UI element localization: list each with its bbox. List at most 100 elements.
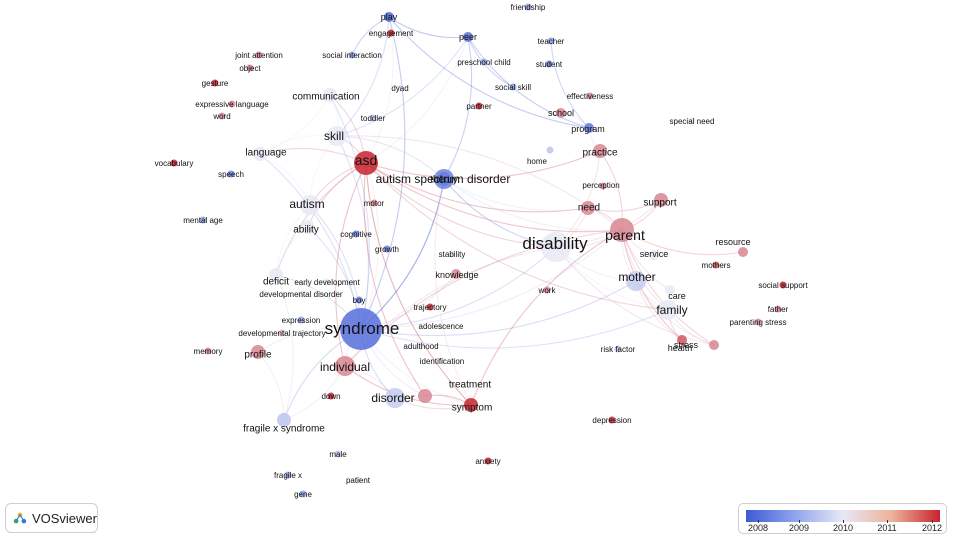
node-label-object[interactable]: object	[239, 64, 261, 73]
node-gesture[interactable]	[211, 79, 219, 87]
node-vocabulary[interactable]	[170, 159, 178, 167]
node-label-speech[interactable]: speech	[218, 170, 244, 179]
node-label-anxiety[interactable]: anxiety	[475, 457, 500, 466]
node-theory[interactable]	[437, 172, 451, 186]
node-expression[interactable]	[297, 316, 305, 324]
node-mother[interactable]	[626, 271, 646, 291]
node-care[interactable]	[665, 285, 675, 295]
node-cognitive[interactable]	[352, 230, 360, 238]
node-individual[interactable]	[335, 356, 355, 376]
node-identification[interactable]	[438, 357, 446, 365]
node-label-service[interactable]: service	[640, 249, 669, 259]
node-label-preschool-child[interactable]: preschool child	[457, 58, 510, 67]
node-disability[interactable]	[541, 232, 571, 262]
node-object[interactable]	[246, 64, 254, 72]
node-label-family[interactable]: family	[656, 303, 687, 317]
node-risk-factor[interactable]	[614, 345, 622, 353]
node-label-gene[interactable]: gene	[294, 490, 312, 499]
node-preschool-child[interactable]	[480, 58, 488, 66]
node-label-home[interactable]: home	[527, 157, 548, 166]
node-label-parenting-stress[interactable]: parenting stress	[730, 318, 787, 327]
node-label-stability[interactable]: stability	[439, 250, 466, 259]
node-resource[interactable]	[738, 247, 748, 257]
node-label-social-interaction[interactable]: social interaction	[322, 51, 382, 60]
node-label-risk-factor[interactable]: risk factor	[601, 345, 636, 354]
node-label-asd[interactable]: asd	[355, 152, 378, 168]
node-word[interactable]	[218, 112, 226, 120]
node-gene[interactable]	[299, 490, 307, 498]
node-school[interactable]	[556, 108, 566, 118]
node-label-language[interactable]: language	[245, 148, 287, 159]
node-friendship[interactable]	[524, 3, 532, 11]
node-student[interactable]	[545, 60, 553, 68]
node-label-developmental-disorder[interactable]: developmental disorder	[259, 290, 342, 299]
node-label-care[interactable]: care	[668, 291, 686, 301]
node-father[interactable]	[774, 305, 782, 313]
node-label-school[interactable]: school	[548, 108, 574, 118]
node-stress[interactable]	[709, 340, 719, 350]
node-label-down[interactable]: down	[321, 392, 340, 401]
node-family[interactable]	[658, 300, 678, 320]
node-label-need[interactable]: need	[578, 203, 600, 214]
node-joint-attention[interactable]	[255, 51, 263, 59]
node-perception[interactable]	[599, 182, 607, 190]
node-partner[interactable]	[475, 102, 483, 110]
node-label-special-need[interactable]: special need	[670, 117, 715, 126]
node-label-identification[interactable]: identification	[420, 357, 464, 366]
node-early-development[interactable]	[323, 278, 331, 286]
node-label-parent[interactable]: parent	[605, 227, 645, 243]
node-label-ability[interactable]: ability	[293, 225, 319, 236]
node-developmental-trajectory[interactable]	[278, 329, 286, 337]
node-speech[interactable]	[227, 170, 235, 178]
node-memory[interactable]	[204, 347, 212, 355]
node-label-early-development[interactable]: early development	[294, 278, 360, 287]
node-label-work[interactable]: work	[538, 286, 557, 295]
node-label-social-support[interactable]: social support	[758, 281, 808, 290]
node-label-theory[interactable]: theory	[430, 175, 458, 186]
node-parent[interactable]	[610, 218, 634, 242]
node-label-individual[interactable]: individual	[320, 360, 370, 374]
node-label-expression[interactable]: expression	[282, 316, 321, 325]
node-label-friendship[interactable]: friendship	[511, 3, 546, 12]
node-syndrome[interactable]	[340, 308, 382, 350]
node-down[interactable]	[327, 392, 335, 400]
node-adulthood[interactable]	[417, 342, 425, 350]
node-special-need[interactable]	[688, 117, 696, 125]
node-practice[interactable]	[593, 144, 607, 158]
node-label-mother[interactable]: mother	[618, 270, 655, 284]
node-label-father[interactable]: father	[768, 305, 789, 314]
node-label-adulthood[interactable]: adulthood	[403, 342, 438, 351]
node-stability[interactable]	[448, 250, 456, 258]
node-dyad[interactable]	[396, 84, 404, 92]
node-adolescence[interactable]	[437, 322, 445, 330]
node-label-profile[interactable]: profile	[244, 350, 272, 361]
node-label-joint-attention[interactable]: joint attention	[234, 51, 283, 60]
node-label-partner[interactable]: partner	[466, 102, 492, 111]
node-depression[interactable]	[608, 416, 616, 424]
node-program[interactable]	[584, 123, 594, 133]
node-label-patient[interactable]: patient	[346, 476, 371, 485]
node-language[interactable]	[253, 147, 267, 161]
node-symptom[interactable]	[464, 398, 478, 412]
node-knowledge[interactable]	[451, 269, 461, 279]
node-label-fragile-x[interactable]: fragile x	[274, 471, 302, 480]
node-skill[interactable]	[327, 126, 347, 146]
node-label-developmental-trajectory[interactable]: developmental trajectory	[238, 329, 325, 338]
node-label-skill[interactable]: skill	[324, 129, 344, 143]
node-label-boy[interactable]: boy	[353, 296, 366, 305]
node-label-social-skill[interactable]: social skill	[495, 83, 531, 92]
node-label-disorder[interactable]: disorder	[371, 391, 414, 405]
node-label-memory[interactable]: memory	[194, 347, 223, 356]
node-label-treatment[interactable]: treatment	[449, 380, 491, 391]
node-home[interactable]	[546, 146, 554, 154]
node-boy[interactable]	[355, 296, 363, 304]
node-label-growth[interactable]: growth	[375, 245, 399, 254]
node-autism[interactable]	[300, 195, 320, 215]
node-social-support[interactable]	[779, 281, 787, 289]
node-toddler[interactable]	[369, 114, 377, 122]
node-label-dyad[interactable]: dyad	[391, 84, 408, 93]
node-label-peer[interactable]: peer	[459, 32, 477, 42]
node-communication[interactable]	[323, 88, 337, 102]
node-label-mental-age[interactable]: mental age	[183, 216, 223, 225]
node-work[interactable]	[543, 286, 551, 294]
